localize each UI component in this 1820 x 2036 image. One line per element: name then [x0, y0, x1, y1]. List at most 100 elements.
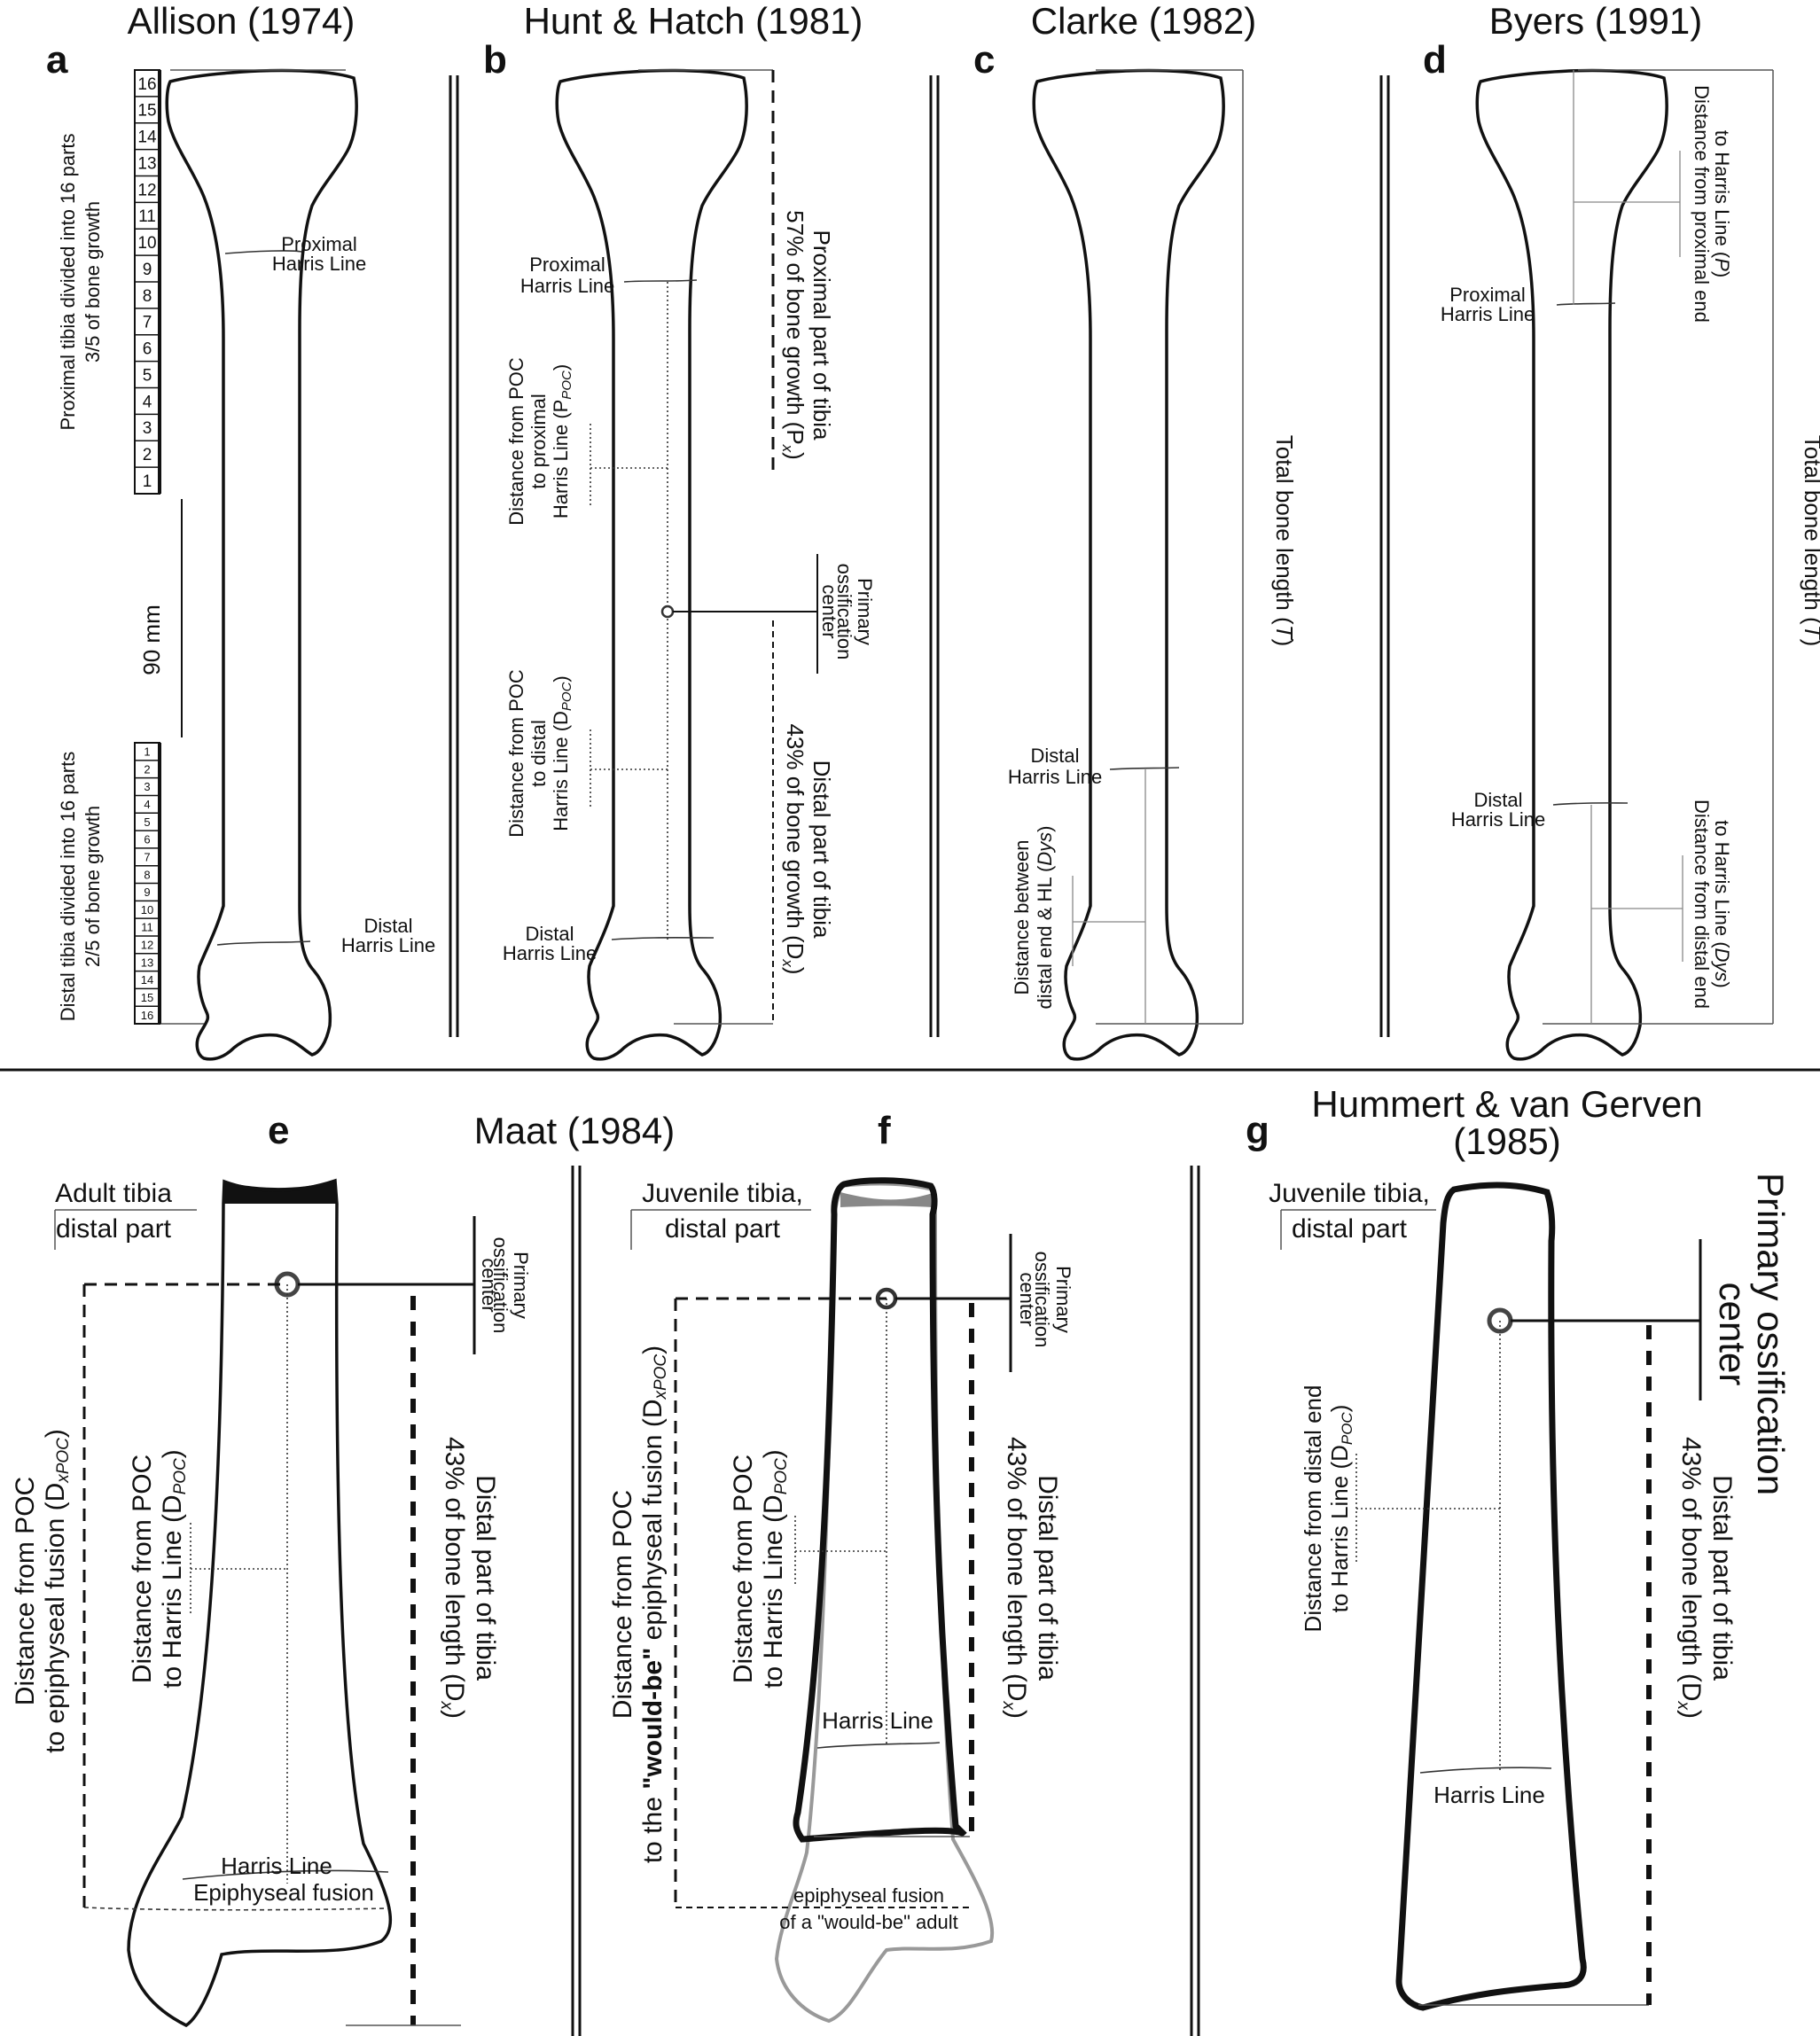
proximal-segment-label: 12 — [137, 181, 156, 199]
distal-division-note: Distal tibia divided into 16 parts — [57, 752, 79, 1022]
distal-hl-label-1: Distal — [525, 923, 574, 945]
tibia-outline — [1475, 68, 1668, 1061]
juvenile-tibia-outline — [793, 1177, 967, 1843]
ppoc-label: Distance from POC to proximal Harris Lin… — [505, 357, 574, 526]
harris-line-label: Harris Line — [1433, 1782, 1545, 1808]
proximal-segment-label: 5 — [143, 366, 152, 385]
proximal-hl-label-1: Proximal — [529, 254, 605, 276]
distal-hl-label-2: Harris Line — [1451, 808, 1545, 831]
proximal-harris-line — [224, 250, 302, 254]
svg-text:43% of bone length (Dx): 43% of bone length (Dx) — [1674, 1437, 1706, 1719]
proximal-hl-label-1: Proximal — [281, 233, 357, 255]
proximal-hl-label-2: Harris Line — [520, 275, 614, 297]
panel-c-letter: c — [973, 38, 995, 82]
distal-harris-line — [1109, 767, 1180, 770]
distal-segment-label: 14 — [141, 973, 153, 987]
svg-text:Harris Line (DPOC): Harris Line (DPOC) — [550, 675, 574, 831]
panel-a: Allison (1974) a 16151413121110987654321… — [46, 0, 435, 1061]
panel-d: Byers (1991) d Total bone length (T) Pro… — [1423, 0, 1820, 1061]
svg-text:Primary: Primary — [510, 1252, 532, 1319]
proximal-segment-label: 8 — [143, 287, 152, 306]
distal-hl-label-1: Distal — [363, 915, 412, 937]
proximal-division-note: Proximal tibia divided into 16 parts — [57, 133, 79, 430]
svg-text:Distance from distal end: Distance from distal end — [1300, 1385, 1326, 1633]
svg-text:Primary ossification: Primary ossification — [1750, 1173, 1792, 1495]
proximal-segment-label: 11 — [138, 207, 156, 226]
proximal-segment-label: 16 — [137, 75, 156, 94]
panel-e-letter: e — [268, 1109, 289, 1152]
svg-text:to Harris Line (DPOC): to Harris Line (DPOC) — [759, 1449, 791, 1689]
distal-segment-label: 10 — [141, 903, 153, 917]
dxpoc-label: Distance from POC to epiphyseal fusion (… — [11, 1429, 73, 1753]
distal-segment-label: 15 — [141, 991, 153, 1004]
svg-text:Distance from distal end: Distance from distal end — [1691, 800, 1713, 1009]
svg-text:to Harris Line (DPOC): to Harris Line (DPOC) — [1326, 1405, 1355, 1613]
panel-g-title-1: Hummert & van Gerven — [1311, 1083, 1702, 1125]
proximal-segment-label: 15 — [137, 102, 156, 121]
proximal-harris-line — [1556, 302, 1616, 306]
tibia-outline — [165, 68, 358, 1061]
juvenile-tibia-label-1: Juvenile tibia, — [642, 1179, 803, 1208]
svg-text:57% of bone growth (Px): 57% of bone growth (Px) — [779, 210, 808, 460]
distal-segment-label: 16 — [141, 1009, 153, 1022]
harris-line-label: Harris Line — [822, 1707, 933, 1734]
panel-separators — [0, 75, 1820, 2036]
harris-line — [182, 1869, 389, 1880]
svg-text:Distance from POC: Distance from POC — [608, 1490, 637, 1719]
svg-text:center: center — [1712, 1283, 1754, 1386]
svg-text:to Harris Line (P): to Harris Line (P) — [1711, 130, 1733, 277]
svg-text:Total bone length (T): Total bone length (T) — [1800, 435, 1820, 647]
svg-text:43% of bone length (Dx): 43% of bone length (Dx) — [437, 1437, 469, 1719]
proximal-hl-label-1: Proximal — [1449, 284, 1526, 306]
proximal-segment-label: 14 — [137, 129, 157, 147]
poc-marker — [660, 605, 675, 619]
distal-segment-label: 5 — [144, 815, 150, 829]
panel-g-title-2: (1985) — [1453, 1120, 1560, 1162]
distal-harris-line — [1552, 802, 1629, 806]
distal-hl-label-2: Harris Line — [503, 942, 597, 964]
svg-text:Distance from POC: Distance from POC — [729, 1455, 758, 1683]
svg-text:ossification: ossification — [489, 1237, 512, 1334]
svg-text:Distance from POC: Distance from POC — [128, 1455, 157, 1683]
svg-text:to Harris Line (DPOC): to Harris Line (DPOC) — [158, 1449, 190, 1689]
distal-segment-label: 7 — [144, 850, 150, 863]
svg-text:Distance from POC: Distance from POC — [11, 1477, 40, 1705]
dys-label: Distance from distal end to Harris Line … — [1691, 800, 1733, 1009]
proximal-hl-label-2: Harris Line — [1441, 303, 1535, 325]
svg-text:Harris Line (PPOC): Harris Line (PPOC) — [550, 364, 574, 519]
svg-text:ossification: ossification — [833, 564, 855, 660]
svg-text:43% of bone growth (Dx): 43% of bone growth (Dx) — [779, 723, 808, 974]
harris-line — [816, 1742, 941, 1749]
proximal-hl-label-2: Harris Line — [272, 253, 366, 275]
distal-segment-label: 12 — [141, 939, 153, 952]
proximal-part-label: Proximal part of tibia 57% of bone growt… — [779, 210, 835, 460]
proximal-harris-line — [623, 279, 698, 283]
distal-segment-label: 6 — [144, 833, 150, 846]
proximal-segment-label: 3 — [143, 419, 152, 438]
svg-text:Distal part of tibia: Distal part of tibia — [1707, 1475, 1737, 1681]
distal-segment-label: 8 — [144, 868, 150, 881]
poc-label: Primary ossification center — [1712, 1173, 1792, 1495]
svg-text:center: center — [818, 584, 840, 638]
panel-f-letter: f — [878, 1109, 891, 1152]
panel-b-letter: b — [483, 38, 507, 82]
panel-d-letter: d — [1423, 38, 1447, 82]
tibia-outline — [555, 68, 748, 1061]
scale-bar-label: 90 mm — [138, 605, 165, 675]
harris-line — [1419, 1767, 1552, 1774]
svg-text:Distal part of tibia: Distal part of tibia — [1033, 1475, 1062, 1681]
panel-e-title: Maat (1984) — [474, 1110, 675, 1151]
svg-text:to epiphyseal fusion (DxPOC): to epiphyseal fusion (DxPOC) — [41, 1429, 73, 1753]
distal-part-label: Distal part of tibia 43% of bone length … — [999, 1437, 1062, 1719]
svg-text:Distance from POC: Distance from POC — [505, 669, 527, 838]
panel-b: Hunt & Hatch (1981) b Proximal Harris Li… — [483, 0, 876, 1061]
juvenile-tibia-label-2: distal part — [1292, 1214, 1408, 1244]
epiphyseal-fusion-line — [83, 1907, 389, 1911]
svg-text:Distal part of tibia: Distal part of tibia — [471, 1475, 500, 1681]
distal-segment-label: 11 — [141, 921, 153, 934]
distal-hl-label-2: Harris Line — [341, 934, 435, 956]
svg-text:center: center — [478, 1258, 500, 1312]
fusion-label-1: epiphyseal fusion — [793, 1884, 944, 1907]
distal-segment-label: 3 — [144, 780, 150, 793]
